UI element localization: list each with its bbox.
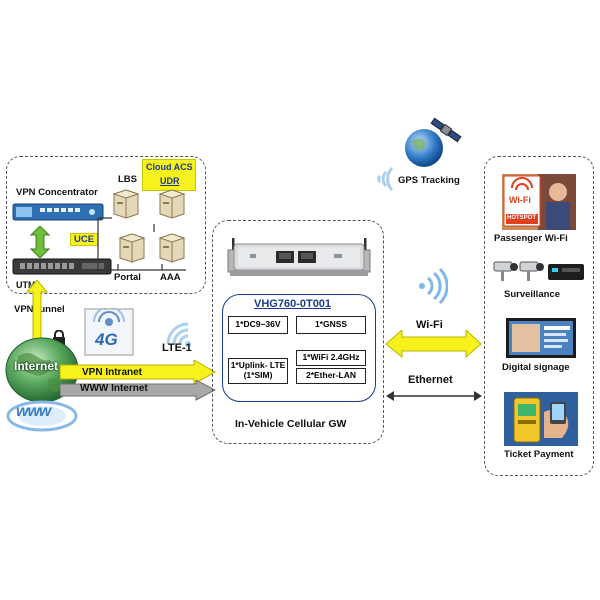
portal-label: Portal xyxy=(114,272,141,283)
utm-label: UTM xyxy=(16,280,36,290)
spec-ether-text: 2*Ether-LAN xyxy=(305,370,357,381)
uce-label: UCE xyxy=(70,233,99,246)
gateway-panel xyxy=(212,220,384,444)
wifi-link-label: Wi-Fi xyxy=(416,319,443,331)
gps-tracking-label: GPS Tracking xyxy=(398,175,460,186)
4g-badge-icon xyxy=(84,308,134,356)
spec-uplink-line1: 1*Uplink- LTE xyxy=(230,360,286,371)
www-icon xyxy=(6,400,78,432)
digital-signage-label: Digital signage xyxy=(502,362,570,373)
vpn-tunnel-arrow xyxy=(26,280,48,340)
server-group xyxy=(112,189,186,263)
spec-dc-text: 1*DC9~36V xyxy=(235,319,281,330)
ethernet-double-arrow xyxy=(386,391,482,401)
gateway-caption: In-Vehicle Cellular GW xyxy=(235,418,347,430)
utm-device xyxy=(12,258,112,275)
surveillance-image xyxy=(493,261,584,281)
spec-gnss: 1*GNSS xyxy=(296,316,366,334)
gateway-specs-frame xyxy=(222,294,376,402)
ticket-payment-label: Ticket Payment xyxy=(504,449,574,460)
surveillance-label: Surveillance xyxy=(504,289,560,300)
cloud-acs-label: Cloud ACS xyxy=(146,162,193,172)
lte-signal-icon xyxy=(166,322,191,347)
spec-gnss-text: 1*GNSS xyxy=(314,319,348,330)
vpn-intranet-label: VPN Intranet xyxy=(82,367,143,378)
spec-dc-power: 1*DC9~36V xyxy=(228,316,288,334)
ticket-payment-image xyxy=(504,392,578,446)
server-network-lines xyxy=(96,217,186,271)
vpn-intranet-arrow xyxy=(60,360,216,385)
www-label: www xyxy=(16,403,51,420)
internet-label: Internet xyxy=(14,359,59,373)
digital-signage-image xyxy=(506,318,576,358)
gateway-model-label: VHG760-0T001 xyxy=(254,298,332,310)
concentrator-utm-link xyxy=(30,226,50,258)
ethernet-label: Ethernet xyxy=(408,374,453,386)
cloud-acs-box xyxy=(142,159,196,191)
spec-wifi-text: 1*WiFi 2.4GHz xyxy=(302,352,360,363)
gps-signal-icon xyxy=(377,166,394,192)
www-internet-arrow xyxy=(60,380,216,401)
vpn-concentrator-device xyxy=(12,203,104,221)
wifi-double-arrow xyxy=(386,330,482,358)
spec-wifi: 1*WiFi 2.4GHz xyxy=(296,350,366,366)
udr-label: UDR xyxy=(160,176,180,186)
4g-badge-label: 4G xyxy=(95,330,118,349)
gps-satellite-globe-icon xyxy=(405,117,462,167)
wifi-logo-label: Wi-Fi xyxy=(509,195,531,205)
spec-uplink-lte: 1*Uplink- LTE (1*SIM) xyxy=(228,358,288,384)
lbs-label: LBS xyxy=(118,174,137,185)
passenger-wifi-image xyxy=(502,174,576,230)
server-side-panel xyxy=(6,156,206,294)
applications-panel xyxy=(484,156,594,476)
www-internet-label: WWW Internet xyxy=(80,383,148,394)
aaa-label: AAA xyxy=(160,272,181,283)
wifi-signal-icon xyxy=(419,268,448,304)
gateway-device-image xyxy=(227,238,371,276)
vpn-concentrator-label: VPN Concentrator xyxy=(16,187,98,198)
hotspot-label: HOTSPOT xyxy=(507,215,537,221)
spec-uplink-line2: (1*SIM) xyxy=(243,370,273,380)
lte-label: LTE-1 xyxy=(162,342,192,354)
spec-ether-lan: 2*Ether-LAN xyxy=(296,368,366,384)
passenger-wifi-label: Passenger Wi-Fi xyxy=(494,233,568,244)
